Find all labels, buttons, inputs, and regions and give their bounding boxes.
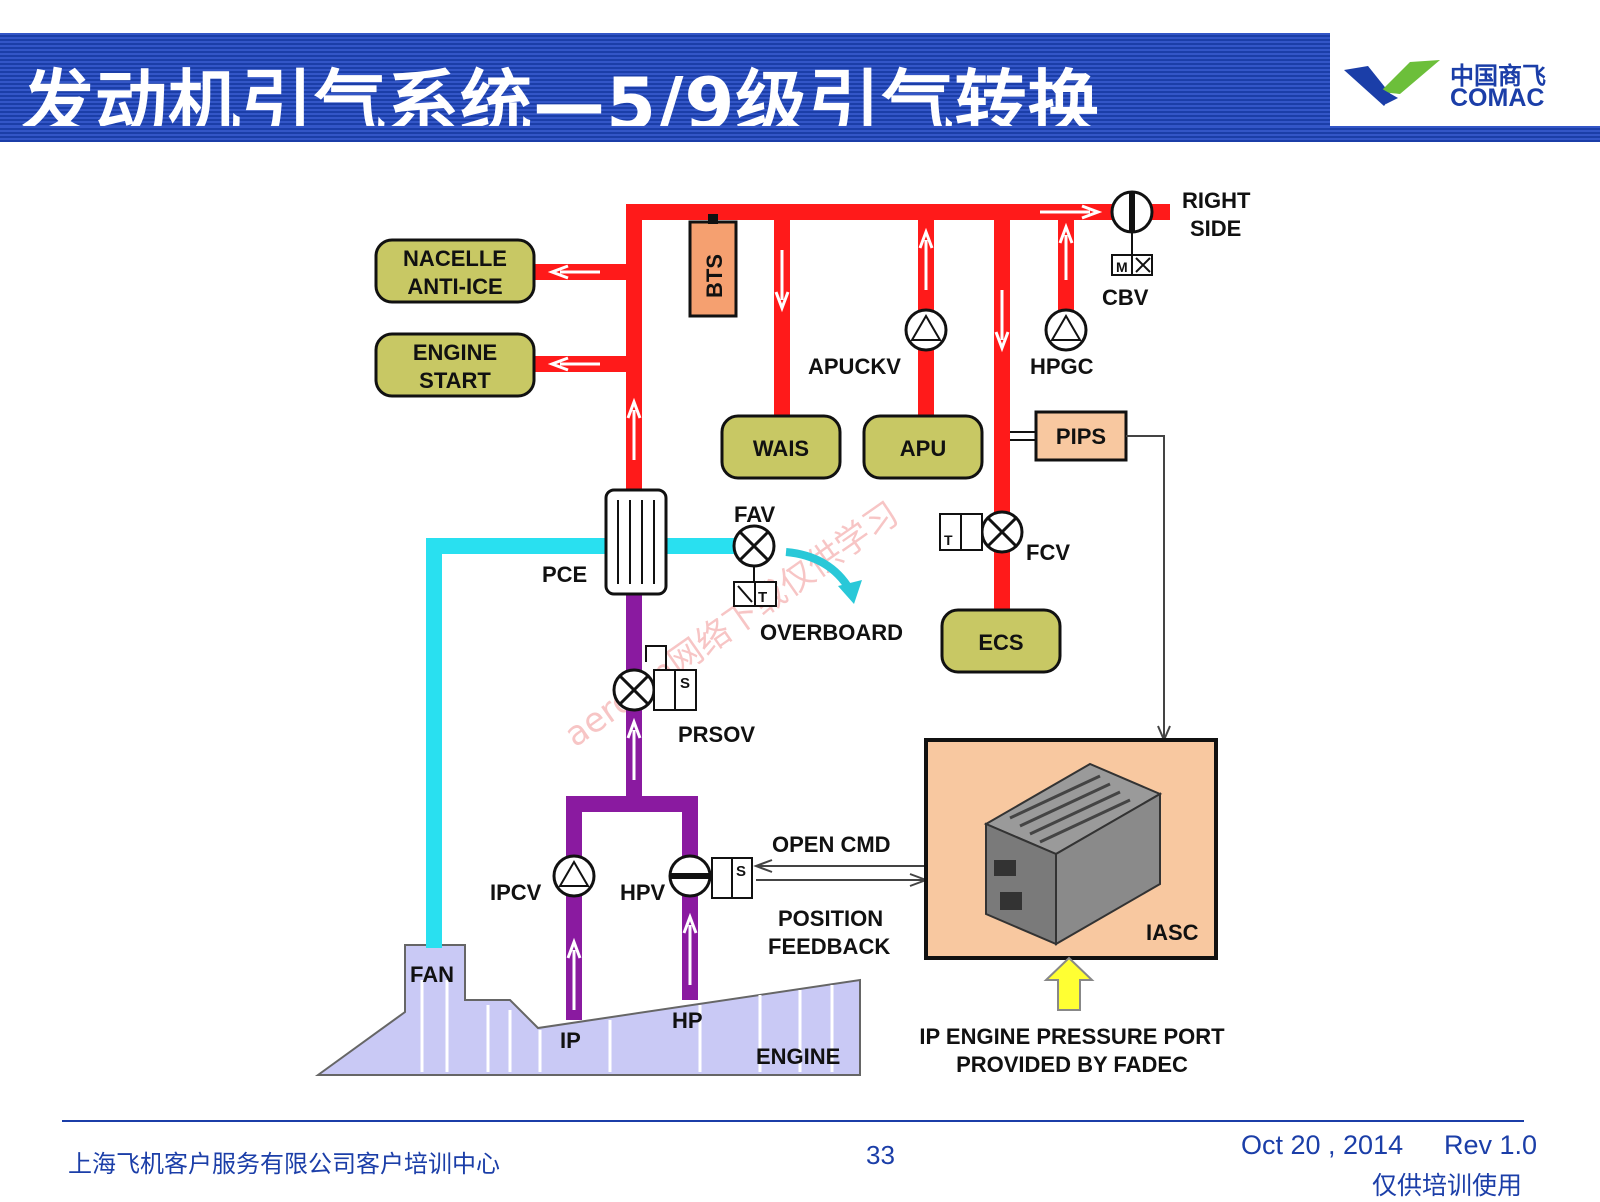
title-banner: 发动机引气系统—5/9级引气转换 [0,33,1330,146]
iasc-unit-icon [983,762,1163,946]
fav-label: FAV [734,502,775,527]
fav-actuator-t-label: T [758,589,767,606]
engine-start-box [374,332,536,398]
bts-label: BTS [702,254,727,298]
fan-air-duct [426,538,610,948]
apuckv-label: APUCKV [808,354,901,379]
title-underline-bar [0,126,1600,142]
position-label: POSITION [778,906,883,931]
fcv-actuator-t-label: T [944,532,953,548]
logo-chinese-text: 中国商飞 [1450,62,1546,90]
wais-label: WAIS [753,436,809,461]
iasc-label: IASC [1146,920,1199,945]
prsov-label: PRSOV [678,722,755,747]
pce-label: PCE [542,562,587,587]
hpgc-label: HPGC [1030,354,1094,379]
prsov-actuator-s-label: S [680,675,690,692]
pips-label: PIPS [1056,424,1106,449]
hpv-label: HPV [620,880,666,905]
hp-label: HP [672,1008,703,1033]
bts-sensor [688,220,738,318]
pce-precooler [604,488,668,596]
footer-revision: Rev 1.0 [1444,1130,1538,1160]
hpv-actuator-s-label: S [736,863,746,880]
engine-body [314,944,861,1076]
feedback-label: FEEDBACK [768,934,890,959]
anti-ice-label: ANTI-ICE [407,274,502,299]
right-side-label: RIGHT [1182,188,1251,213]
engine-stage-lines [420,980,834,1072]
nacelle-anti-ice-box [374,238,536,304]
ecs-box [940,608,1062,674]
footer-date: Oct 20 , 2014 [1241,1130,1404,1160]
apu-box [862,414,984,480]
right-side-label-2: SIDE [1190,216,1241,241]
start-label: START [419,368,491,393]
ip-label: IP [560,1028,581,1053]
page-number: 33 [866,1140,895,1170]
red-flow-arrows [547,204,1103,460]
ipcv-label: IPCV [490,880,542,905]
footer-divider [62,1120,1524,1122]
cbv-label: CBV [1102,285,1149,310]
footer-training-note: 仅供培训使用 [1372,1171,1523,1200]
nacelle-label: NACELLE [403,246,507,271]
purple-flow-arrows [566,717,698,1010]
fan-label: FAN [410,962,454,987]
comac-logo: 中国商飞 COMAC [1340,48,1590,118]
engine-start-label: ENGINE [413,340,497,365]
logo-english-text: COMAC [1450,84,1545,112]
ip-port-label: IP ENGINE PRESSURE PORT [919,1024,1225,1049]
engine-label: ENGINE [756,1044,840,1069]
open-cmd-label: OPEN CMD [772,832,891,857]
fcv-label: FCV [1026,540,1070,565]
ecs-label: ECS [978,630,1023,655]
pips-signal-line [1126,435,1165,740]
cbv-actuator-m-label: M [1116,259,1128,275]
pips-box [1034,410,1128,462]
apu-label: APU [900,436,946,461]
comac-swoosh-icon [1344,60,1440,106]
footer-organization: 上海飞机客户服务有限公司客户培训中心 [68,1150,500,1178]
wais-box [720,414,842,480]
fadec-input-arrow-icon [1043,956,1095,1011]
overboard-label: OVERBOARD [760,620,903,645]
fadec-label: PROVIDED BY FADEC [956,1052,1188,1077]
